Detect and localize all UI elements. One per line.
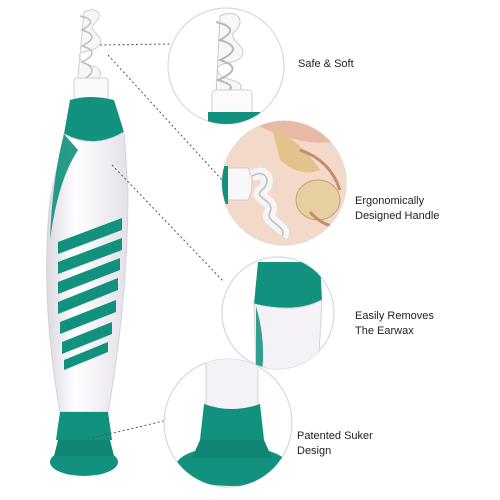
leader-line-2 — [107, 54, 223, 181]
callout-label-3: Easily Removes The Earwax — [355, 309, 434, 339]
ear-cleaner-tool — [46, 9, 129, 476]
callout-circle-3 — [221, 256, 335, 370]
callout-2-line-1: Ergonomically — [355, 195, 425, 207]
callout-3-line-1: Easily Removes — [355, 310, 434, 322]
callout-label-2: Ergonomically Designed Handle — [355, 194, 439, 224]
spiral-tip — [73, 9, 109, 101]
leader-line-3 — [111, 164, 225, 283]
callout-circle-1 — [167, 7, 285, 125]
callout-circle-4 — [163, 358, 293, 488]
callout-4-line-1: Patented Suker — [297, 430, 373, 442]
callout-label-1: Safe & Soft — [298, 57, 354, 72]
leader-lines — [91, 43, 225, 439]
upper-collar — [64, 97, 124, 142]
callout-circle-2 — [221, 120, 347, 246]
callout-1-line-1: Safe & Soft — [298, 58, 354, 70]
callout-3-line-2: The Earwax — [355, 325, 414, 337]
grip-stripes — [58, 218, 122, 370]
callout-label-4: Patented Suker Design — [297, 429, 373, 459]
bottom-collar — [56, 412, 112, 440]
callout-2-line-2: Designed Handle — [355, 210, 440, 222]
leader-line-1 — [99, 43, 171, 46]
callout-4-line-2: Design — [297, 445, 332, 457]
